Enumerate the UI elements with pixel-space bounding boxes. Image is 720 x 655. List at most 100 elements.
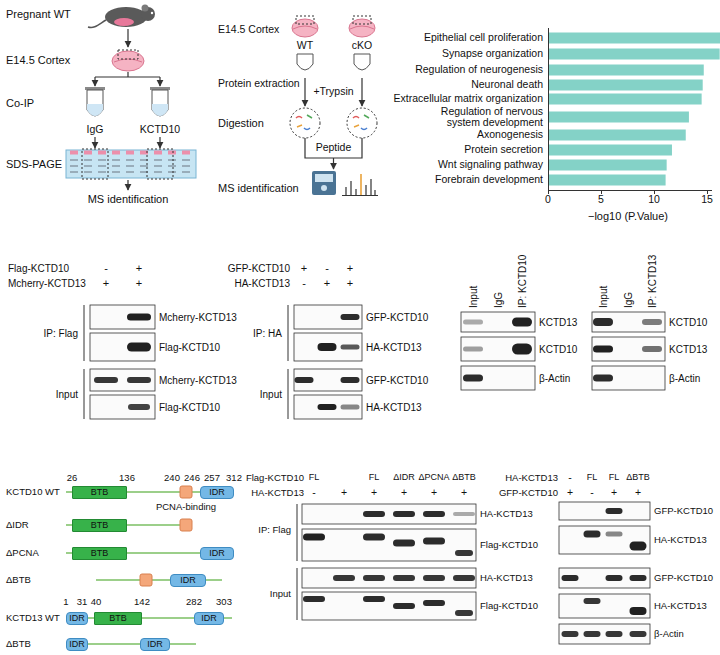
band-label: HA-KCTD13 [366, 342, 422, 353]
gel-bands [70, 171, 194, 173]
flow-arrow [94, 77, 95, 86]
tube-label: KCTD10 [140, 124, 180, 136]
genotype-label: WT [297, 40, 313, 52]
protein-band [463, 320, 483, 325]
lane-label: FL [369, 473, 380, 483]
go-term: Epithelial cell proliferation [424, 32, 543, 44]
blot-strip [461, 337, 535, 361]
lane-label: IgG [623, 292, 634, 308]
blot-strip [461, 366, 535, 390]
tick-label: 0 [545, 194, 551, 206]
protein-band [606, 508, 623, 514]
panel-a-art [66, 5, 196, 191]
protein-band [593, 318, 613, 326]
construct-name: ΔIDR [6, 520, 29, 530]
blot-strip [302, 504, 476, 524]
btb-domain: BTB [72, 486, 127, 499]
cortex-box [353, 16, 371, 24]
group-label: Input [260, 389, 282, 400]
band-label: β-Actin [669, 373, 700, 384]
btb-domain: BTB [72, 519, 127, 532]
lane-sign: + [635, 487, 641, 499]
band-label: KCTD10 [539, 344, 577, 355]
domain-name: IDR [201, 614, 217, 623]
western-blot [559, 502, 650, 644]
bar [549, 145, 672, 156]
blot-strip [294, 305, 362, 329]
gel-bands [70, 159, 194, 161]
tube-liquid [87, 104, 103, 116]
lane-sign: + [301, 262, 307, 274]
domain-name: BTB [91, 549, 109, 558]
tick-label: 15 [701, 194, 713, 206]
bar [549, 80, 703, 91]
protein-band [630, 575, 647, 581]
brain-fold [293, 26, 317, 29]
lane-label: ΔIDR [393, 473, 415, 483]
go-term: Neuronal death [471, 79, 543, 91]
tube-liquid [152, 104, 168, 116]
western-blot [461, 312, 535, 390]
protein-band [303, 596, 325, 602]
lane-sign: + [431, 487, 437, 499]
group-label: IP: Flag [44, 328, 78, 339]
group-bracket [288, 305, 289, 361]
btb-domain: BTB [94, 612, 142, 625]
idr-domain: IDR [194, 612, 224, 625]
peptide [364, 115, 369, 118]
lane-sign: + [136, 277, 142, 289]
protein-band [341, 345, 360, 350]
lane-sign: - [568, 472, 572, 484]
blot-strip [90, 369, 155, 391]
step-label: E14.5 Cortex [218, 24, 279, 36]
bar [549, 175, 666, 186]
lane-label: FL [609, 473, 620, 483]
protein-band [393, 575, 415, 581]
lane-label: ΔBTB [452, 473, 476, 483]
residue-number: 303 [216, 597, 232, 607]
domain-name: IDR [69, 614, 85, 623]
construct-label: Flag-KCTD10 [246, 473, 304, 483]
merge-line [305, 138, 362, 158]
tube [87, 90, 103, 116]
mass-spectrometer [312, 171, 336, 195]
mouse-ear [142, 5, 149, 12]
protein-band [453, 512, 475, 516]
step-label: SDS-PAGE [6, 158, 62, 170]
protein-band [128, 404, 150, 410]
domain-name: IDR [209, 549, 225, 558]
band-label: Flag-KCTD10 [159, 402, 220, 413]
blot-strip [302, 568, 476, 588]
mouse-eye [151, 12, 153, 14]
flow-arrow [159, 77, 160, 86]
band-label: Mcherry-KCTD13 [159, 375, 237, 386]
band-label: Mcherry-KCTD13 [159, 312, 237, 323]
blot-strip [559, 502, 650, 520]
protein-band [423, 575, 445, 581]
go-term: Regulation of nervous system development [428, 106, 543, 128]
blot-strip [559, 568, 650, 588]
protein-band [127, 377, 151, 383]
protein-band [363, 534, 385, 541]
flow-arrow [127, 180, 128, 190]
construct-name: KCTD10 WT [6, 487, 60, 497]
protein-band [127, 314, 151, 321]
bar [549, 160, 667, 171]
tube-label: IgG [87, 124, 104, 136]
protein-band [463, 347, 483, 352]
lane-sign: + [611, 487, 617, 499]
group-bracket [84, 305, 85, 361]
btb-domain: BTB [72, 547, 127, 560]
bar [549, 112, 689, 123]
go-term: Forebrain development [435, 174, 543, 186]
group-label: IP: HA [253, 328, 282, 339]
peptide [307, 115, 312, 118]
digest-circle [347, 108, 377, 138]
bar [549, 94, 702, 105]
group-bracket [297, 568, 298, 620]
bar [549, 65, 704, 76]
group-label: IP: Flag [258, 525, 291, 535]
lane-sign: - [325, 262, 329, 274]
go-term: Regulation of neurogenesis [415, 64, 543, 76]
